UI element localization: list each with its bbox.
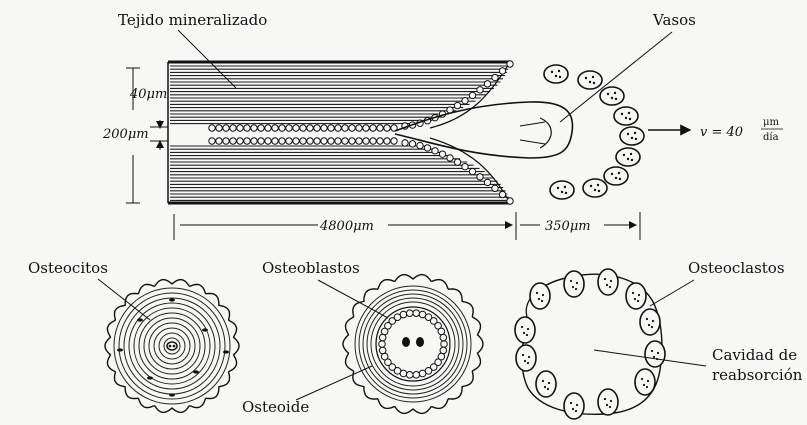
dim-length-cone: 350μm [545,219,591,234]
mineralized-layer-lower [170,146,509,200]
velocity-unit-num: μm [763,117,779,128]
mineralized-layer-upper [170,66,509,124]
osteoclasts-cutting-cone [544,65,644,199]
label-mineralized-tissue: Tejido mineralizado [118,11,267,29]
cross-section-resorption-cavity [515,269,665,419]
dim-length-formed: 4800μm [319,219,374,234]
label-osteocytes: Osteocitos [28,259,108,277]
dim-canal: 200μm [102,127,149,142]
velocity-value: v = 40 [700,125,743,140]
label-cavity-line1: Cavidad de [712,346,797,364]
dim-thickness: 40μm [129,87,167,102]
label-osteoclasts: Osteoclastos [688,259,785,277]
cross-section-osteoblasts [343,275,483,414]
label-osteoblasts: Osteoblastos [262,259,360,277]
label-osteoid: Osteoide [242,398,309,416]
velocity-unit-den: día [763,132,779,143]
label-vessels: Vasos [652,11,696,29]
longitudinal-section [168,61,644,204]
label-cavity-line2: reabsorción [712,366,803,384]
cross-section-osteocytes [105,280,239,413]
